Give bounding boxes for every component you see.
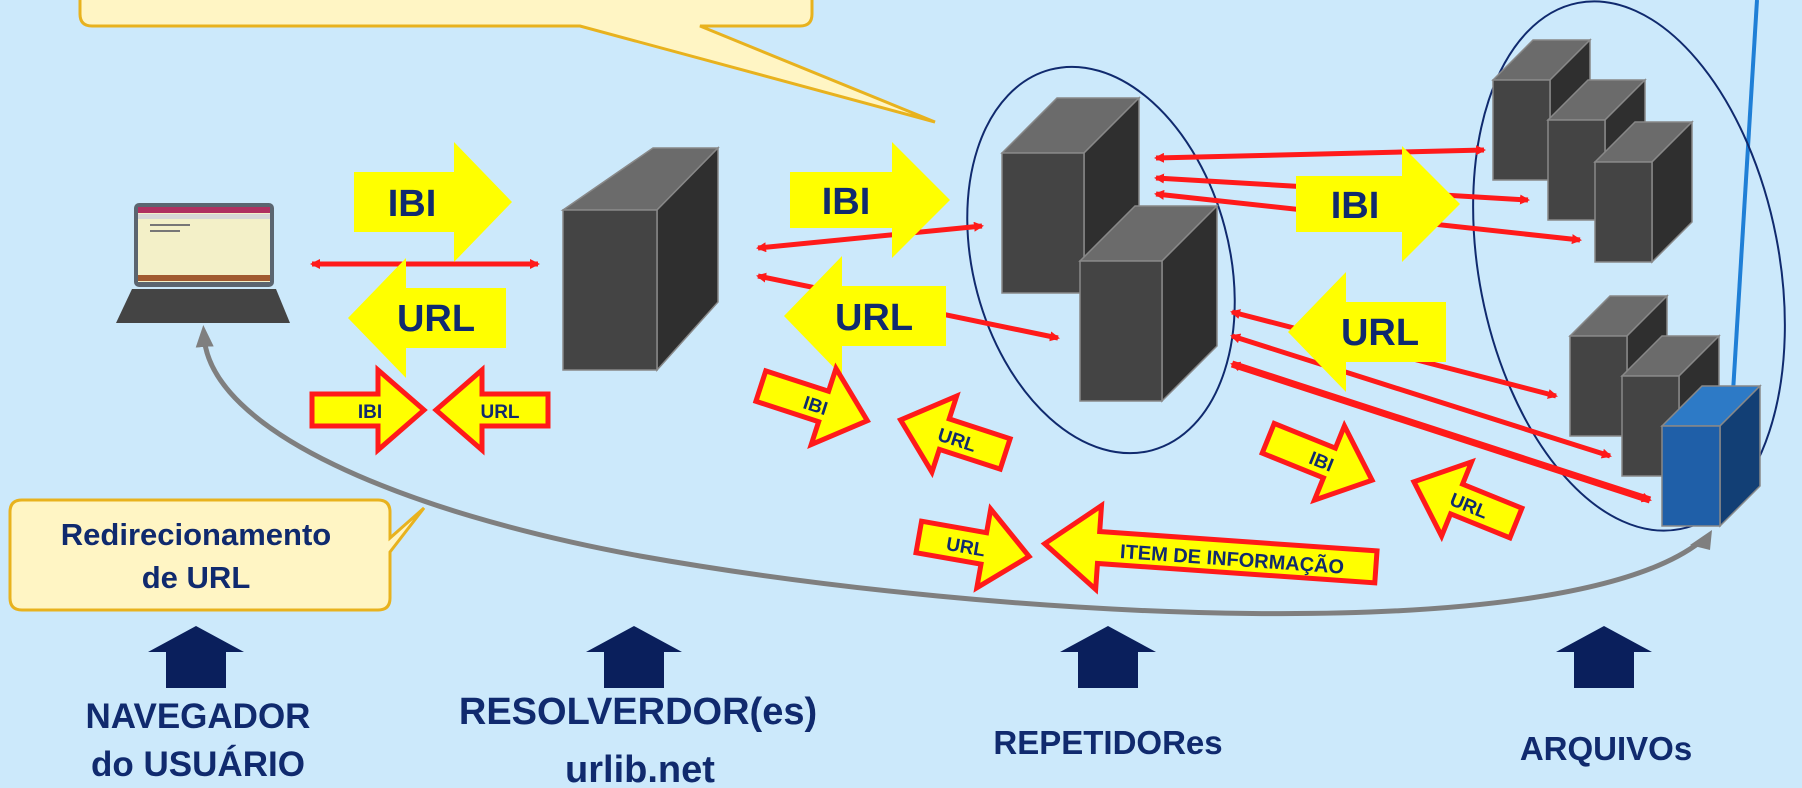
big-arrow-url-1: URL [348,258,506,378]
small-arrow-url-4: URL [913,503,1033,593]
red-connection-arrows [310,145,1652,504]
big-arrow-ibi-1: IBI [354,142,512,262]
archive-blue-server-icon [1660,384,1762,528]
big-arrow-url-3: URL [1288,272,1446,392]
redirect-callout-line1: Redirecionamento [61,517,331,552]
redirect-curve [195,325,1702,617]
top-callout [78,0,936,124]
laptop-icon [116,203,290,323]
big-arrow-ibi-2-label: IBI [822,181,871,223]
archive-link-line [1731,0,1759,393]
up-arrow-resolvedor [586,626,682,688]
label-repetidores: REPETIDORes [993,724,1222,761]
redirect-curve-head [1690,530,1712,550]
repetidor-server-2-icon [1078,204,1219,403]
big-arrow-url-2-label: URL [835,297,913,339]
arquivos-group-ellipse [1472,0,1786,532]
small-arrow-url-1-label: URL [480,402,519,423]
label-arquivos: ARQUIVOs [1520,730,1692,767]
small-arrow-url-1: URL [432,364,551,456]
small-arrow-ibi-1: IBI [309,364,428,456]
arrow-rep-archive-1 [1154,145,1486,163]
big-arrow-url-3-label: URL [1341,312,1419,354]
big-arrow-url-1-label: URL [397,298,475,340]
big-arrow-url-2: URL [784,256,946,376]
small-arrow-url-3: URL [1410,457,1526,543]
big-arrow-ibi-3-label: IBI [1331,185,1380,227]
redirect-callout-line2: de URL [142,560,251,595]
small-arrow-item-informacao: ITEM DE INFORMAÇÃO [1040,500,1380,595]
up-arrow-arquivos [1556,626,1652,688]
big-arrow-ibi-2: IBI [790,142,950,258]
big-arrow-ibi-1-label: IBI [388,183,437,225]
archive-server-3-icon [1593,120,1694,264]
redirect-callout: Redirecionamento de URL [8,498,426,612]
small-arrow-url-2: URL [896,391,1014,479]
small-arrow-ibi-1-label: IBI [358,402,382,423]
label-navegador-line1: NAVEGADOR [86,697,311,736]
up-arrow-repetidores [1060,626,1156,688]
small-arrow-ibi-3: IBI [1258,419,1376,505]
label-navegador-line2: do USUÁRIO [91,744,305,784]
label-resolvedor-line2: urlib.net [565,749,715,788]
small-arrow-ibi-2: IBI [752,362,871,449]
label-resolvedor-line1: RESOLVERDOR(es) [459,691,817,733]
arrow-resolver-repetidor-1 [756,221,984,253]
resolver-server-icon [560,146,720,372]
up-arrow-navegador [148,626,244,688]
arrow-rep-archive-6 [1230,360,1652,504]
big-arrow-ibi-3: IBI [1296,146,1460,262]
